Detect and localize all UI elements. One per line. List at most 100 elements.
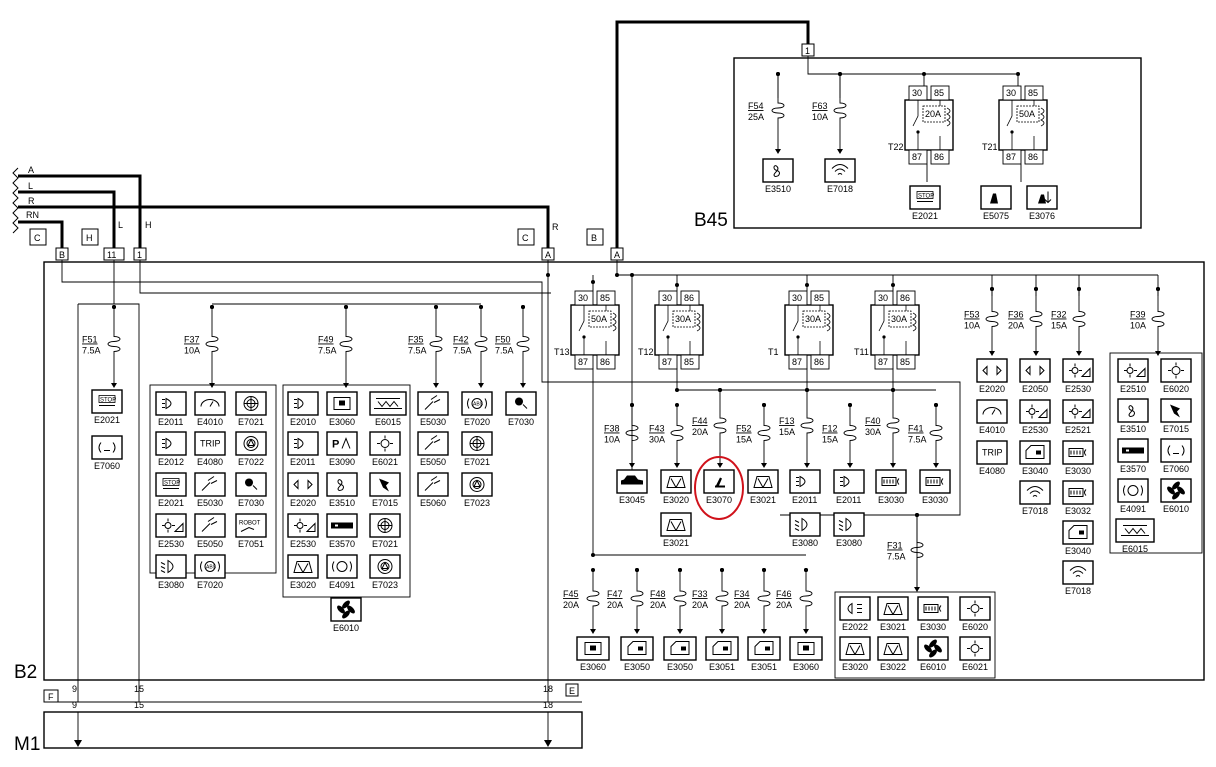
relay-pin: 87 [792,357,802,367]
load-code: E3070 [706,495,732,505]
load-code: E3021 [750,495,776,505]
fuse-rating: 10A [964,321,980,331]
load-e2011-icon: E2011 [155,391,187,427]
load-e3030-icon: E3030 [917,596,949,632]
load-e3080-icon: E3080 [789,512,821,548]
load-code: E7023 [372,580,398,590]
load-e6010-icon: E6010 [1160,478,1192,514]
load-e3060-icon: E3060 [326,391,358,427]
load-e4091-icon: E4091 [1117,478,1149,514]
fuse-name: F47 [607,589,623,599]
stop-text: STOP [164,481,180,487]
load-code: E2021 [158,498,184,508]
load-e3570-icon: E3570 [1117,438,1149,474]
load-code: E3030 [920,622,946,632]
load-e3051-icon: E3051 [747,636,781,672]
fuse-rating: 7.5A [887,552,906,562]
relay-pin: 30 [1006,88,1016,98]
load-e5030-icon: E5030 [194,472,226,508]
fuse-name: F39 [1130,310,1146,320]
svg-text:A: A [545,250,551,260]
fuse-name: F48 [650,589,666,599]
b45-frame [733,57,1142,229]
load-e3020-icon: E3020 [287,554,319,590]
load-code: E3020 [290,580,316,590]
load-code: E6010 [333,623,359,633]
fuse-rating: 20A [607,600,623,610]
fuse-name: F52 [736,424,752,434]
trip-text: TRIP [200,439,221,449]
relay-rating: 50A [1019,109,1035,119]
relay-rating: 50A [591,314,607,324]
relay-rating: 20A [925,109,941,119]
load-e2011-icon: E2011 [833,469,865,505]
load-e3080-icon: E3080 [155,554,187,590]
load-e2530-icon: E2530 [155,513,187,549]
relay-rating: 30A [805,314,821,324]
load-code: E5050 [420,457,446,467]
fuse-rating: 15A [822,435,838,445]
wire-l-tag: L [118,220,123,230]
fuse-rating: 7.5A [453,346,472,356]
load-code: E2021 [912,211,938,221]
load-code: E3510 [765,184,791,194]
svg-text:18: 18 [543,700,553,710]
load-code: E3021 [663,538,689,548]
load-e3021-icon: E3021 [660,512,692,548]
load-code: E7023 [464,498,490,508]
load-code: E3510 [329,498,355,508]
fuse-name: F44 [692,416,708,426]
m1-frame [43,711,583,749]
svg-text:B: B [591,233,597,243]
load-code: E2011 [290,457,315,467]
load-e2521-icon: E2521 [1062,399,1094,435]
fuse-name: F12 [822,424,838,434]
wire-l-label: L [28,181,33,191]
load-e2011-icon: E2011 [287,431,319,467]
load-e3510-icon: E3510 [1117,398,1149,434]
load-code: E7030 [508,417,534,427]
load-e3051-icon: E3051 [705,636,739,672]
load-code: E7018 [827,184,853,194]
load-e3080-icon: E3080 [833,512,865,548]
load-e3021-icon: E3021 [747,469,779,505]
relay-pin: 85 [600,293,610,303]
wire-rn-label: RN [26,210,39,220]
relay-name: T22 [888,142,904,152]
load-code: E6020 [1163,384,1189,394]
load-e5075-icon: E5075 [980,185,1012,221]
fuse-name: F54 [748,101,764,111]
load-e3020-icon: E3020 [660,469,692,505]
load-e3076-icon: E3076 [1026,185,1058,221]
load-e2021-icon: STOP E2021 [155,472,187,508]
fuse-name: F41 [908,424,924,434]
load-code: E2530 [1022,425,1048,435]
load-e3020-icon: E3020 [839,636,871,672]
load-e2510-icon: E2510 [1117,358,1149,394]
load-code: E3080 [792,538,818,548]
load-e3510-icon: E3510 [326,472,358,508]
load-code: E5030 [420,417,446,427]
load-code: E2011 [836,495,861,505]
load-e4010-icon: E4010 [194,391,226,427]
load-code: E5050 [197,539,223,549]
svg-text:F: F [48,692,54,702]
load-e3040-icon: E3040 [1019,440,1051,476]
load-e3022-icon: E3022 [877,636,909,672]
wire-break [12,167,19,234]
load-e2020-icon: E2020 [976,358,1008,394]
